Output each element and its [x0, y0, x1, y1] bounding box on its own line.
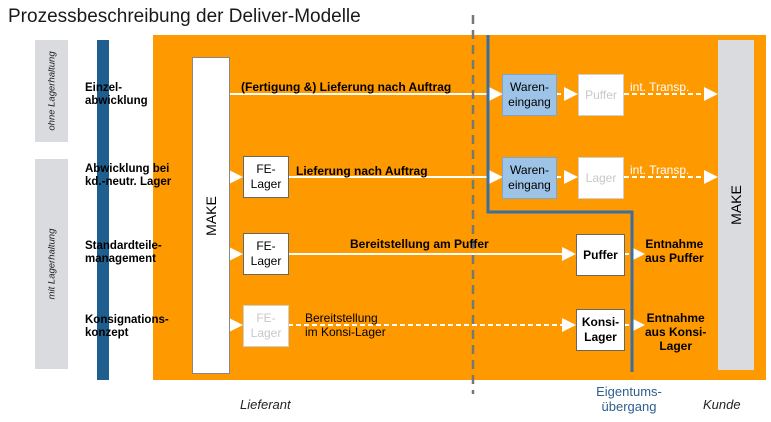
- konsi-lager-box: Konsi- Lager: [576, 309, 625, 351]
- wareneingang-box-row2: Waren- eingang: [502, 157, 557, 199]
- row-label-konsignation: Konsignations- konzept: [85, 314, 169, 339]
- row3-arrow-label: Bereitstellung am Puffer: [350, 237, 489, 251]
- row-label-standardteile: Standardteile- management: [85, 240, 162, 265]
- fe-lager-box-row2: FE- Lager: [243, 156, 289, 198]
- fe-lager-box-row4: FE- Lager: [243, 305, 289, 347]
- category-mit-lagerhaltung: mit Lagerhaltung: [35, 159, 68, 369]
- make-label-left: MAKE: [203, 195, 219, 236]
- kunde-label: Kunde: [703, 397, 741, 412]
- row4-arrow-label: Bereitstellung im Konsi-Lager: [305, 311, 386, 339]
- row2-arrow-label: Lieferung nach Auftrag: [296, 164, 428, 178]
- wareneingang-box-row1: Waren- eingang: [502, 74, 557, 116]
- row-label-kd-neutr-lager: Abwicklung bei kd.-neutr. Lager: [85, 163, 172, 188]
- make-box-lieferant: MAKE: [192, 57, 230, 374]
- make-box-kunde: MAKE: [718, 40, 754, 370]
- int-transp-label-row1: int. Transp.: [630, 80, 690, 94]
- fe-lager-box-row3: FE- Lager: [243, 233, 289, 275]
- make-label-right: MAKE: [728, 185, 744, 225]
- row1-arrow-label: (Fertigung &) Lieferung nach Auftrag: [241, 80, 452, 94]
- entnahme-konsi-label: Entnahme aus Konsi- Lager: [645, 311, 707, 353]
- puffer-box: Puffer: [576, 234, 625, 276]
- page-title: Prozessbeschreibung der Deliver-Modelle: [8, 6, 361, 27]
- lager-box-faded: Lager: [578, 157, 624, 199]
- puffer-box-faded: Puffer: [578, 74, 624, 116]
- left-blue-bar: [97, 40, 109, 380]
- row-label-einzelabwicklung: Einzel- abwicklung: [85, 82, 148, 107]
- category-ohne-lagerhaltung: ohne Lagerhaltung: [35, 40, 68, 142]
- eigentumsuebergang-label: Eigentums- übergang: [596, 384, 662, 414]
- ownership-transfer-line: [486, 35, 634, 372]
- lieferant-label: Lieferant: [240, 397, 291, 412]
- int-transp-label-row2: int. Transp.: [630, 163, 690, 177]
- entnahme-puffer-label: Entnahme aus Puffer: [645, 237, 704, 265]
